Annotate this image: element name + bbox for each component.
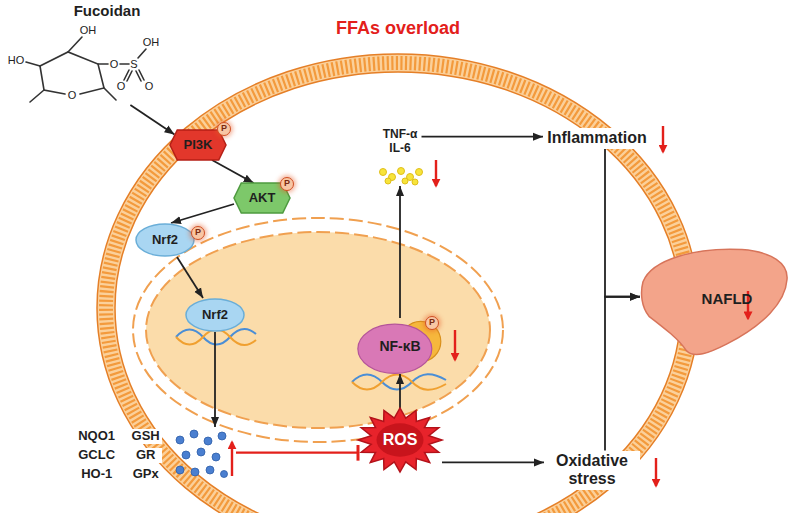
- membrane-lipids: [106, 63, 690, 513]
- cytokine-dots: [380, 168, 423, 186]
- ellipse-outline: [136, 224, 194, 256]
- cell-membrane: [106, 63, 690, 513]
- sulfate-bond: [120, 63, 129, 65]
- node-text: GR: [129, 448, 162, 463]
- node-text: ROS: [383, 431, 418, 449]
- node-text: NAFLD: [664, 290, 790, 307]
- ring-bond: [40, 52, 104, 94]
- arrow-connector: [605, 149, 640, 297]
- antioxidant-cluster: NQO1 GSH GCLC GR HO-1 GPx: [72, 427, 236, 484]
- phosphate-mark: P: [280, 177, 294, 191]
- node-text: NF-κB: [379, 338, 420, 354]
- hexagon-outline: [170, 130, 226, 160]
- node-text: NQO1: [76, 429, 117, 444]
- arrow-connector: [442, 461, 544, 463]
- increase-arrow: [231, 442, 233, 476]
- node-text: GPx: [129, 467, 162, 482]
- cytokine-cluster: TNF-αIL-6: [379, 128, 422, 186]
- nucleus: [146, 232, 490, 428]
- phosphate-mark: P: [191, 226, 205, 240]
- figure-title: FFAs overload: [248, 18, 548, 40]
- arrow-connector: [399, 374, 401, 408]
- subunit-ellipse: [358, 324, 432, 373]
- kinase-hexagon: PI3K: [170, 130, 226, 160]
- arrow-connector: [212, 160, 254, 183]
- arrow-connector: [177, 257, 203, 298]
- phosphate-mark: P: [217, 122, 231, 136]
- methyl-bond: [30, 90, 44, 102]
- sulfate-double-bond: [124, 70, 132, 81]
- outcome-label: Oxidative stress: [544, 451, 640, 490]
- atom-symbol: S: [130, 59, 137, 70]
- decrease-arrow: [435, 160, 437, 186]
- atom-symbol: O: [117, 81, 126, 92]
- atom-symbol: O: [68, 90, 77, 101]
- node-text: Nrf2: [152, 233, 178, 248]
- fucoidan-structure: [26, 37, 146, 102]
- node-text: TNF-α: [383, 128, 418, 142]
- node-text: GCLC: [76, 448, 117, 463]
- node-text: Fucoidan: [36, 2, 178, 19]
- glycosidic-bond: [104, 88, 116, 100]
- liver-organ: NAFLD: [640, 245, 790, 360]
- ellipse-outline: [186, 299, 244, 331]
- node-text: HO-1: [76, 467, 117, 482]
- arrow-connector: [171, 204, 234, 223]
- atom-symbol: OH: [143, 37, 160, 48]
- node-text: Oxidative stress: [548, 452, 636, 489]
- dna-strand: [352, 375, 446, 390]
- membrane-inner-line: [115, 72, 681, 513]
- sulfate-double-bond: [136, 70, 144, 81]
- node-text: GSH: [129, 429, 162, 444]
- burst-core: [376, 423, 423, 456]
- node-text: PI3K: [184, 138, 213, 153]
- arrow-connector: [422, 136, 544, 138]
- transcription-factor: Nrf2: [135, 223, 195, 257]
- arrow-connector: [605, 297, 640, 451]
- node-text: Nrf2: [202, 308, 228, 323]
- arrow-connector: [214, 332, 216, 427]
- atom-symbol: O: [145, 81, 154, 92]
- decrease-arrow: [454, 330, 456, 360]
- dna-strand: [352, 374, 446, 389]
- nuclear-envelope: [133, 218, 503, 442]
- node-text: IL-6: [389, 142, 410, 156]
- outcome-label: Inflammation: [543, 128, 651, 149]
- node-text: Inflammation: [547, 129, 647, 147]
- hydroxyl-bond: [68, 37, 82, 52]
- decrease-arrow: [655, 458, 657, 486]
- arrow-connector: [399, 186, 401, 318]
- phosphate-mark: P: [425, 316, 439, 330]
- node-text: AKT: [249, 191, 276, 206]
- atom-symbol: OH: [80, 25, 97, 36]
- transcription-factor: Nrf2: [185, 298, 245, 332]
- atom-symbol: O: [110, 59, 119, 70]
- dna-strand: [176, 330, 256, 345]
- ros-burst: ROS: [358, 408, 442, 472]
- trend-arrows: [232, 126, 663, 486]
- arrow-connector: [130, 105, 174, 135]
- sulfate-bond: [138, 49, 146, 58]
- decrease-arrow: [662, 126, 664, 152]
- inhibition-connector: [236, 452, 358, 454]
- burst-outline: [358, 408, 442, 472]
- ester-bond: [98, 63, 108, 65]
- membrane-outer-line: [97, 54, 699, 513]
- hydroxyl-bond: [26, 62, 40, 66]
- antioxidant-dots: [176, 430, 228, 478]
- atom-symbol: HO: [8, 55, 25, 66]
